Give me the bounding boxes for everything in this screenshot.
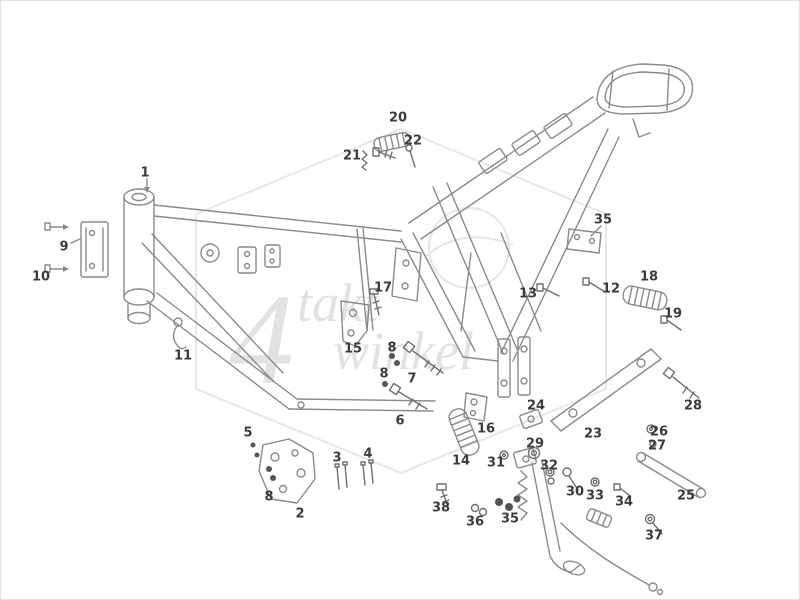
part-32-washers [545, 467, 555, 485]
part-6-bolt [388, 382, 428, 410]
part-label-28: 28 [683, 398, 703, 414]
part-9-plate [70, 221, 109, 278]
watermark-word-2: winkel [333, 321, 474, 381]
watermark [195, 127, 607, 475]
part-label-15: 15 [343, 341, 363, 357]
part-label-9: 9 [59, 239, 69, 255]
part-label-7: 7 [407, 371, 417, 387]
part-label-8: 8 [379, 366, 389, 382]
part-label-31: 31 [486, 455, 506, 471]
watermark-swoosh [424, 236, 514, 258]
part-label-10: 10 [31, 269, 51, 285]
part-21-spring-bolt [361, 147, 396, 171]
part-label-14: 14 [451, 453, 471, 469]
frame-art [44, 63, 707, 596]
part-label-22: 22 [403, 133, 423, 149]
part-label-29: 29 [525, 436, 545, 452]
part-30-bolt [562, 467, 579, 491]
part-label-1: 1 [140, 165, 150, 181]
part-34-bolt [613, 483, 631, 497]
part-label-23: 23 [583, 426, 603, 442]
part-label-5: 5 [243, 425, 253, 441]
part-label-24: 24 [526, 398, 546, 414]
part-label-16: 16 [476, 421, 496, 437]
part-7-bolt [402, 340, 444, 376]
part-label-36: 36 [465, 514, 485, 530]
part-label-26: 26 [649, 424, 669, 440]
part-18-footpeg [622, 285, 668, 311]
part-label-38: 38 [431, 500, 451, 516]
part-5-dots [250, 442, 260, 458]
watermark-swoosh-circle [428, 207, 510, 289]
part-27-washer [649, 440, 657, 448]
part-label-35: 35 [593, 212, 613, 228]
part-31-washer [499, 450, 509, 460]
part-36-washers [470, 503, 488, 517]
part-23-beam [550, 348, 662, 432]
part-37-bolt [644, 513, 663, 535]
watermark-hexagon [195, 127, 607, 475]
part-label-27: 27 [647, 438, 667, 454]
part-label-20: 20 [388, 110, 408, 126]
part-35-nuts-bottom [495, 495, 521, 511]
part-17-bolt [369, 288, 382, 316]
part-label-8: 8 [264, 489, 274, 505]
part-20-footpeg [373, 131, 411, 153]
part-label-4: 4 [363, 446, 373, 462]
part-14-footpeg [448, 408, 480, 456]
part-26-washer [646, 424, 656, 434]
part-label-8: 8 [387, 340, 397, 356]
part-13-bolt [536, 283, 560, 297]
part-35-bracket [566, 225, 602, 254]
part-8-washers-b [382, 381, 388, 387]
part-3-screws [334, 461, 348, 490]
part-label-11: 11 [173, 348, 193, 364]
kickstand-assembly [513, 447, 664, 596]
part-1-steering-head [123, 178, 155, 325]
part-label-19: 19 [663, 306, 683, 322]
part-label-21: 21 [342, 148, 362, 164]
part-19-bolt [660, 315, 682, 331]
part-2-bracket [258, 438, 316, 504]
part-33-washer [590, 477, 600, 487]
part-label-13: 13 [518, 286, 538, 302]
part-label-18: 18 [639, 269, 659, 285]
part-38-bolt [436, 483, 450, 508]
part-label-17: 17 [373, 280, 393, 296]
rear-rack [596, 63, 694, 115]
part-label-35: 35 [500, 511, 520, 527]
part-label-37: 37 [644, 528, 664, 544]
part-29-nut [527, 446, 541, 460]
part-16-bracket [463, 392, 488, 422]
part-label-2: 2 [295, 506, 305, 522]
frame-main-tubes [141, 96, 651, 412]
part-label-34: 34 [614, 494, 634, 510]
fasteners [334, 144, 700, 535]
part-8-washers-c [266, 466, 276, 481]
part-label-12: 12 [601, 281, 621, 297]
part-label-33: 33 [585, 488, 605, 504]
part-8-washers-a [389, 353, 400, 366]
part-25-side-stand [635, 451, 707, 499]
part-label-6: 6 [395, 413, 405, 429]
part-22-screw [405, 144, 416, 168]
part-label-30: 30 [565, 484, 585, 500]
part-24-block [519, 408, 543, 430]
part-10-bolts [44, 222, 69, 273]
part-12-bolt [582, 277, 606, 293]
part-label-32: 32 [539, 458, 559, 474]
part-label-3: 3 [332, 450, 342, 466]
watermark-big-4: 4 [229, 268, 294, 412]
dark-fasteners [250, 353, 521, 511]
part-4-screws [360, 459, 374, 486]
part-28-bolt [662, 366, 700, 399]
part-label-25: 25 [676, 488, 696, 504]
part-15-bracket [340, 300, 370, 347]
